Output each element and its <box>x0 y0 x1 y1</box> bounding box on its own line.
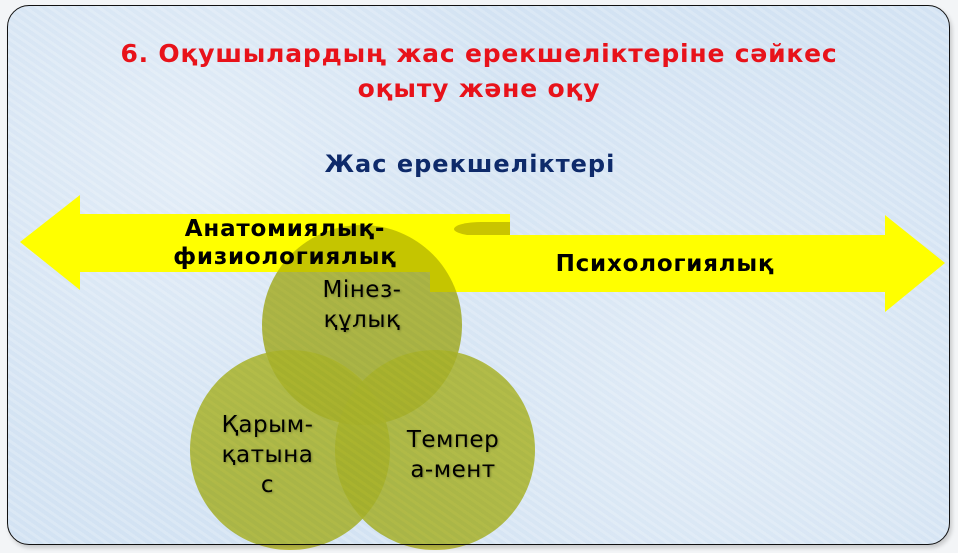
venn-diagram <box>190 225 535 550</box>
right-arrow-label: Психологиялық <box>555 251 775 277</box>
ribbon-curl-icon <box>454 222 510 236</box>
right-arrow-icon <box>430 215 945 312</box>
venn-label-top-line-1: Мінез- <box>322 277 402 303</box>
venn-label-left-line-2: қатына <box>221 442 314 468</box>
left-arrow-label-line-1: Анатомиялық- <box>184 216 386 242</box>
venn-label-left: Қарым- қатына с <box>205 410 330 500</box>
slide-title-line-2: оқыту және оқу <box>357 74 601 103</box>
venn-label-left-line-1: Қарым- <box>221 412 314 438</box>
venn-label-right-line-1: Темпер <box>406 427 500 453</box>
venn-circle-left <box>190 350 390 550</box>
left-arrow-label-line-2: физиологиялық <box>173 244 397 270</box>
venn-label-top-line-2: құлық <box>323 307 401 333</box>
venn-label-left-line-3: с <box>260 472 275 498</box>
venn-label-top: Мінез- құлық <box>302 275 422 335</box>
slide-title-line-1: 6. Оқушылардың жас ерекшеліктеріне сәйке… <box>120 39 838 68</box>
slide-subtitle: Жас ерекшеліктері <box>324 150 616 178</box>
venn-circle-right <box>335 350 535 550</box>
slide-title: 6. Оқушылардың жас ерекшеліктеріне сәйке… <box>0 36 958 106</box>
left-arrow-label: Анатомиялық- физиологиялық <box>150 215 420 271</box>
venn-label-right: Темпер а-мент <box>388 425 518 485</box>
venn-label-right-line-2: а-мент <box>410 457 496 483</box>
